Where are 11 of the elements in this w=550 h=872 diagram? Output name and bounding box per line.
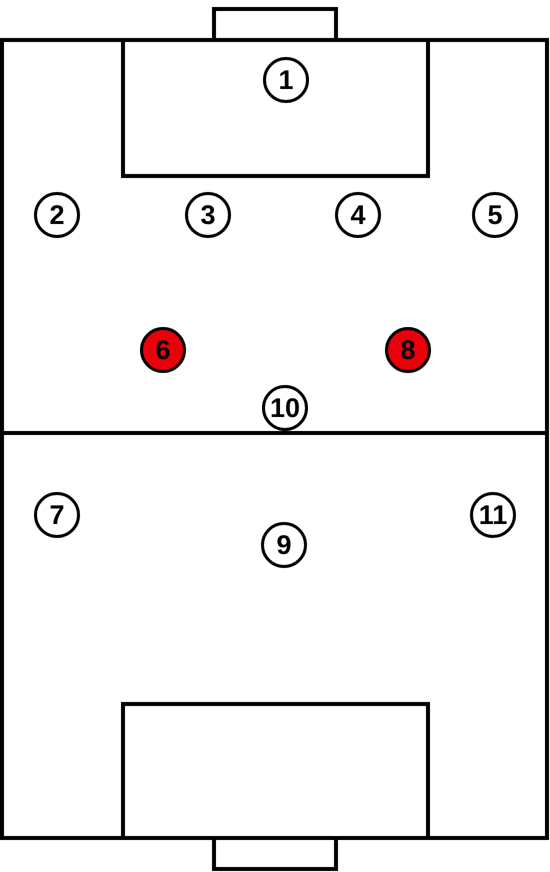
player-marker: 8: [385, 327, 431, 373]
player-marker: 11: [470, 492, 516, 538]
player-marker: 4: [335, 192, 381, 238]
player-marker: 3: [185, 192, 231, 238]
player-marker: 9: [261, 522, 307, 568]
player-marker: 2: [34, 192, 80, 238]
player-marker: 10: [262, 385, 308, 431]
player-marker: 7: [34, 492, 80, 538]
player-marker: 5: [472, 192, 518, 238]
player-marker: 1: [263, 57, 309, 103]
player-marker: 6: [140, 327, 186, 373]
